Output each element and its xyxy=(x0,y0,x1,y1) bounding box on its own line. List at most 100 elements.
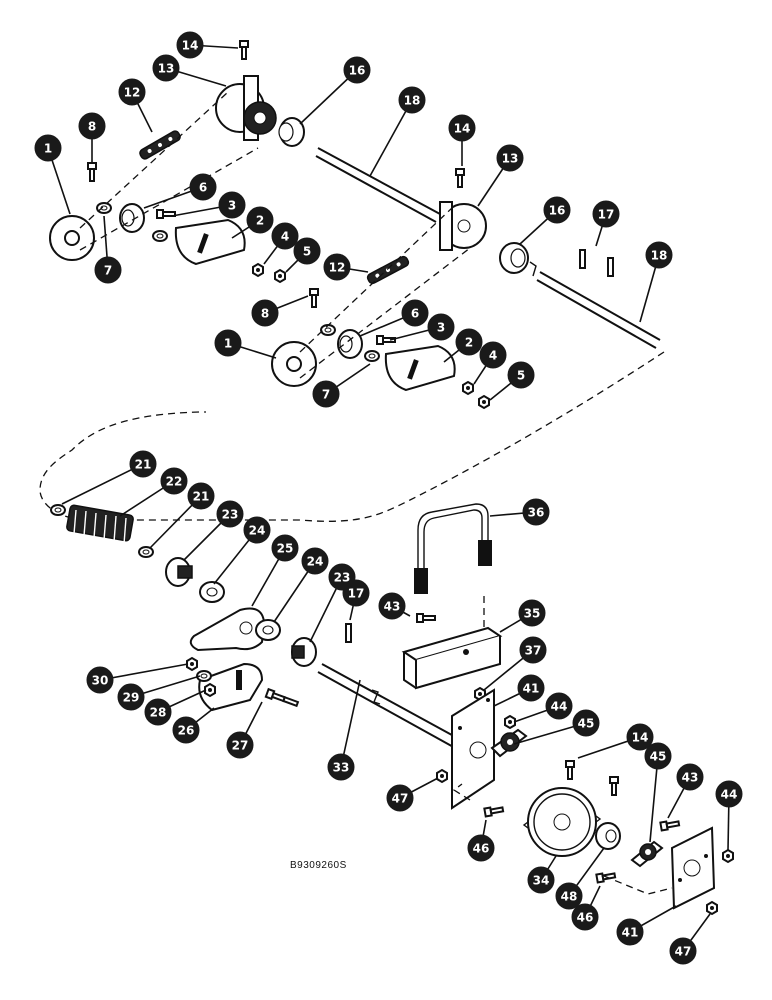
callout-number: 7 xyxy=(322,388,330,402)
callout-number: 47 xyxy=(392,792,409,806)
callout-number: 18 xyxy=(651,249,668,263)
callout-number: 45 xyxy=(650,750,667,764)
callout-circle xyxy=(78,112,106,140)
callout-circle xyxy=(626,723,654,751)
callout-44: 44 xyxy=(715,780,743,851)
bracket-2-lower xyxy=(384,344,456,392)
callout-number: 8 xyxy=(261,307,269,321)
callout-41: 41 xyxy=(616,905,677,946)
bearing-16-upper xyxy=(278,117,305,147)
callout-number: 44 xyxy=(551,700,568,714)
callout-30: 30 xyxy=(86,663,189,694)
callout-48: 48 xyxy=(555,847,605,910)
callout-circle xyxy=(323,253,351,281)
callout-23: 23 xyxy=(183,500,244,561)
callout-number: 5 xyxy=(517,369,525,383)
callout-number: 2 xyxy=(465,336,473,350)
callout-circle xyxy=(160,467,188,495)
callout-7: 7 xyxy=(312,363,371,408)
u-bolt-36 xyxy=(414,503,492,594)
nut-44-a xyxy=(504,715,516,729)
callout-47: 47 xyxy=(669,913,711,965)
callout-number: 46 xyxy=(577,911,594,925)
callout-number: 28 xyxy=(150,706,167,720)
callout-circle xyxy=(34,134,62,162)
callout-leader xyxy=(61,463,144,505)
collar-23-a xyxy=(165,557,193,587)
callout-14: 14 xyxy=(577,723,654,759)
bracket-2-upper xyxy=(174,218,246,266)
callout-16: 16 xyxy=(519,196,571,245)
callout-circle xyxy=(455,328,483,356)
callout-circle xyxy=(214,329,242,357)
washer-21-b xyxy=(138,546,154,558)
callout-number: 43 xyxy=(384,600,401,614)
bearing-plate-41-b xyxy=(670,826,716,910)
idler-sprocket-upper xyxy=(215,75,277,141)
screw-14-b xyxy=(609,776,619,796)
callout-number: 17 xyxy=(598,208,615,222)
callout-37: 37 xyxy=(483,636,547,691)
bolt-14-middle xyxy=(455,168,465,188)
callout-number: 6 xyxy=(199,181,207,195)
callout-3: 3 xyxy=(171,191,246,219)
callout-number: 41 xyxy=(622,926,639,940)
shaft-18-lower xyxy=(529,261,661,349)
callout-7: 7 xyxy=(94,215,122,284)
callout-circle xyxy=(189,173,217,201)
washer-7-upper-a xyxy=(96,202,112,214)
callout-circle xyxy=(86,666,114,694)
yoke-26 xyxy=(198,662,264,712)
callout-5: 5 xyxy=(285,237,321,273)
callout-leader xyxy=(340,679,361,768)
callout-number: 48 xyxy=(561,890,578,904)
callout-number: 14 xyxy=(454,122,471,136)
callout-number: 18 xyxy=(404,94,421,108)
callout-18: 18 xyxy=(639,241,673,323)
idler-sprocket-lower xyxy=(439,201,487,251)
nut-28 xyxy=(204,683,216,697)
drive-sprocket-lower xyxy=(271,341,317,387)
callout-6: 6 xyxy=(143,173,217,209)
callout-4: 4 xyxy=(263,222,299,265)
callout-13: 13 xyxy=(152,54,227,87)
chain-12-upper xyxy=(137,128,183,162)
callout-number: 6 xyxy=(411,307,419,321)
callout-16: 16 xyxy=(299,56,371,125)
callout-21: 21 xyxy=(149,482,215,549)
callout-number: 16 xyxy=(549,204,566,218)
callout-8: 8 xyxy=(251,295,309,327)
callout-circle xyxy=(386,784,414,812)
callout-45: 45 xyxy=(644,742,672,843)
screw-14-a xyxy=(565,760,575,780)
callout-22: 22 xyxy=(119,467,188,517)
callout-24: 24 xyxy=(273,547,329,623)
callout-46: 46 xyxy=(571,885,601,931)
callout-46: 46 xyxy=(467,819,495,862)
callout-circle xyxy=(271,222,299,250)
callout-number: 29 xyxy=(123,691,140,705)
nut-4-upper xyxy=(252,263,264,277)
callout-number: 47 xyxy=(675,945,692,959)
callout-47: 47 xyxy=(386,777,439,812)
callout-circle xyxy=(676,763,704,791)
callout-circle xyxy=(187,482,215,510)
washer-21-a xyxy=(50,504,66,516)
callout-circle xyxy=(271,534,299,562)
callout-8: 8 xyxy=(78,112,106,162)
callout-circle xyxy=(172,716,200,744)
callout-circle xyxy=(522,498,550,526)
callout-number: 22 xyxy=(166,475,183,489)
shaft-18-upper xyxy=(315,147,441,223)
callout-number: 4 xyxy=(489,349,497,363)
callout-circle xyxy=(543,196,571,224)
pin-8-lower xyxy=(309,288,319,308)
roll-pin-17-lower xyxy=(345,623,352,643)
nut-30 xyxy=(186,657,198,671)
callout-circle xyxy=(251,299,279,327)
callout-circle xyxy=(327,753,355,781)
callout-circle xyxy=(312,380,340,408)
callout-circle xyxy=(398,86,426,114)
callout-35: 35 xyxy=(499,599,546,633)
